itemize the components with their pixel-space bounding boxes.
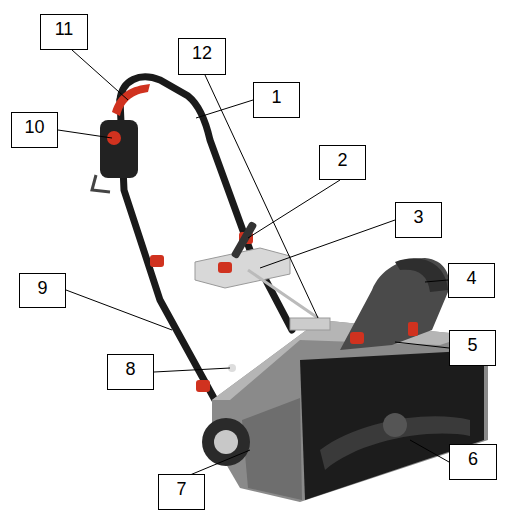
callout-number: 4 [466,268,476,288]
leader-line [154,368,230,372]
callout-number: 11 [55,19,74,39]
leader-line [58,130,112,138]
crank-knob [218,262,232,273]
handle-knob [150,255,164,267]
leader-line [260,220,395,268]
discharge-chute [340,258,449,350]
leader-line [205,75,318,318]
handle-knob [196,380,210,392]
wheel [202,418,250,466]
callout-number: 7 [176,479,186,499]
callout-number: 9 [37,278,47,298]
callout-number: 6 [468,449,478,469]
callout-number: 8 [125,359,135,379]
leader-line [72,50,128,100]
leader-line [395,342,449,348]
leader-line [425,280,448,282]
callout-box: 7 [158,474,205,510]
callout-number: 12 [192,43,212,63]
callout-number: 1 [271,87,281,107]
chute-knob [350,332,364,344]
callout-box: 2 [319,145,366,180]
callout-box: 10 [11,112,58,148]
side-panel [242,398,302,500]
chute-knob [408,322,418,336]
leader-line [66,290,172,330]
callout-number: 3 [413,207,423,227]
chute-crank-bar [195,248,290,288]
callout-box: 1 [253,82,300,118]
handle-mount [290,318,330,330]
callout-box: 3 [395,202,442,238]
cord-hook [92,175,110,192]
callout-number: 10 [24,117,44,137]
leader-line [248,180,340,238]
callout-box: 6 [449,444,497,480]
leader-line [410,440,449,462]
leader-line [196,100,253,118]
callout-box: 9 [19,273,66,308]
callout-box: 4 [448,263,495,298]
wheel-hub [214,430,238,454]
callout-box: 5 [449,330,496,366]
leader-lines [58,50,449,475]
crank-handle [231,221,258,260]
callout-box: 12 [178,38,226,75]
callout-number: 5 [467,335,477,355]
crank-rod [248,270,318,318]
chute-deflector [395,258,448,292]
callout-box: 11 [40,14,88,50]
switch-box [100,120,138,178]
callout-box: 8 [107,354,154,390]
trigger-lever [112,84,150,116]
auger-hub [383,413,407,437]
callout-number: 2 [337,150,347,170]
leader-line [190,450,250,475]
